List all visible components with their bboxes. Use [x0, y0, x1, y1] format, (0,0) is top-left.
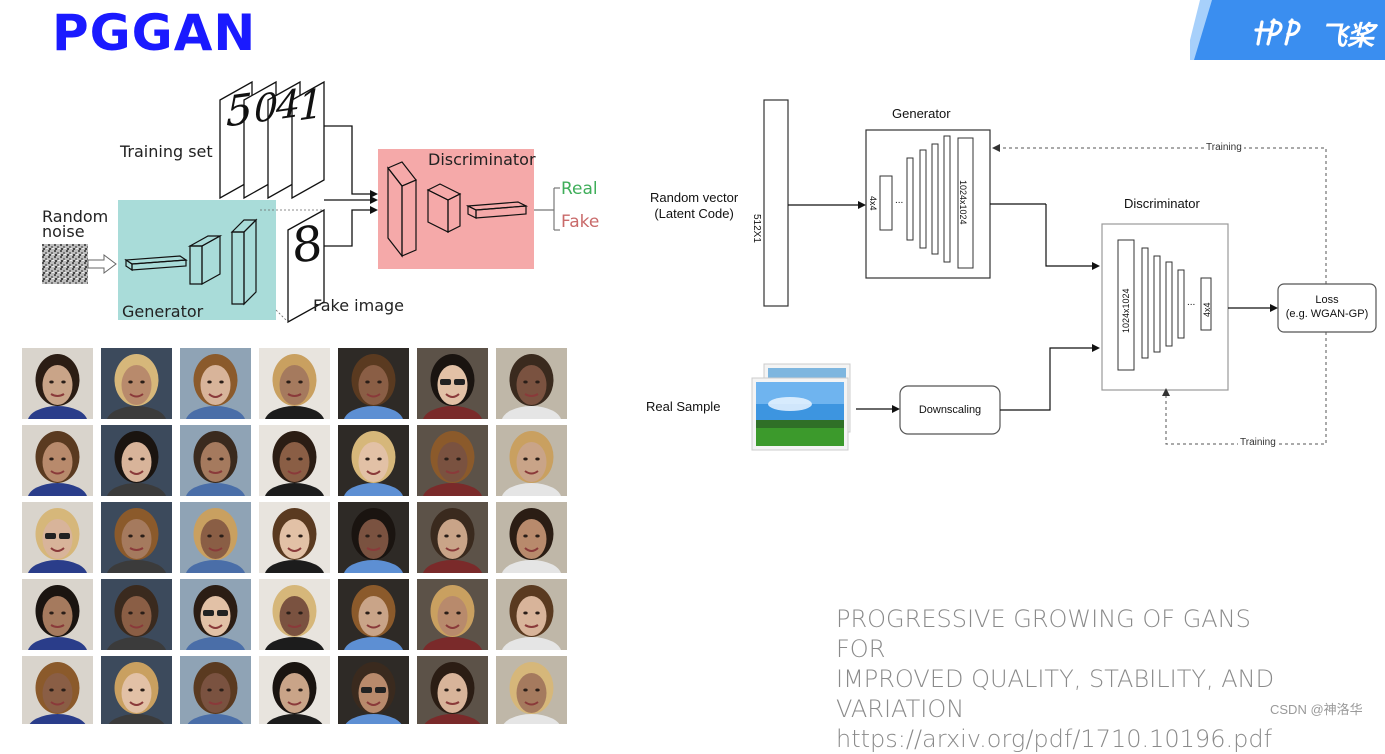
generator-small-label: 4x4 [868, 196, 878, 211]
real-sample-images [751, 363, 851, 451]
reference-url[interactable]: https://arxiv.org/pdf/1710.10196.pdf [836, 725, 1273, 753]
face-thumbnail [338, 425, 409, 496]
reference-title-line-1: PROGRESSIVE GROWING OF GANS FOR [836, 605, 1251, 663]
watermark: CSDN @神洛华 [1270, 702, 1363, 717]
brand-logo-band [1190, 0, 1385, 60]
face-thumbnail [496, 656, 567, 724]
face-thumbnail [22, 502, 93, 573]
random-vector-label: Random vector (Latent Code) [650, 190, 738, 222]
training-digit-3: 4 [275, 82, 300, 129]
face-thumbnail [180, 425, 251, 496]
face-thumbnail [180, 348, 251, 419]
face-thumbnail [259, 348, 330, 419]
paper-reference: PROGRESSIVE GROWING OF GANS FOR IMPROVED… [836, 604, 1306, 754]
noise-patch [42, 244, 88, 284]
loss-line-1: Loss [1315, 294, 1339, 306]
discriminator-ellipsis: ... [1187, 297, 1196, 308]
reference-title-line-2: IMPROVED QUALITY, STABILITY, AND [836, 665, 1275, 693]
training-label-top: Training [1204, 142, 1244, 153]
face-thumbnail [496, 425, 567, 496]
face-thumbnail [417, 656, 488, 724]
face-thumbnail [180, 502, 251, 573]
face-thumbnail [417, 425, 488, 496]
discriminator-small-label: 4x4 [1202, 302, 1212, 317]
generator-ellipsis: ... [895, 195, 904, 206]
random-noise-line-1: Random [42, 207, 109, 226]
face-thumbnail [259, 579, 330, 650]
generator-stack [879, 135, 974, 269]
fake-image-card [287, 208, 325, 324]
face-thumbnail [259, 502, 330, 573]
random-vector-line-2: (Latent Code) [654, 206, 734, 221]
fake-digit: 8 [292, 215, 323, 274]
discriminator-big-label: 1024x1024 [1121, 288, 1131, 333]
discriminator-title: Discriminator [1124, 196, 1200, 211]
face-thumbnail [417, 502, 488, 573]
discriminator-layers [387, 161, 529, 258]
generator-big-label: 1024x1024 [958, 180, 968, 225]
connector-lines [324, 125, 370, 247]
gan-concept-diagram: 5 0 4 1 8 [42, 80, 560, 324]
fake-image-label: Fake image [313, 296, 404, 315]
random-noise-line-2: noise [42, 222, 85, 241]
generator-layers [124, 218, 258, 306]
face-thumbnail [496, 579, 567, 650]
loss-label: Loss (e.g. WGAN-GP) [1278, 293, 1376, 321]
face-thumbnail [22, 348, 93, 419]
face-thumbnail [496, 348, 567, 419]
face-thumbnail [101, 656, 172, 724]
training-digit-4: 1 [298, 81, 323, 130]
face-thumbnail [259, 656, 330, 724]
training-set-label: Training set [120, 142, 213, 161]
training-label-bottom: Training [1238, 437, 1278, 448]
output-fork [534, 187, 560, 231]
generated-faces-grid [22, 348, 572, 724]
face-thumbnail [180, 579, 251, 650]
training-digit-1: 5 [226, 84, 253, 137]
generator-label: Generator [122, 302, 204, 321]
output-fake-label: Fake [561, 212, 600, 232]
face-thumbnail [338, 502, 409, 573]
latent-vector-text: 512X1 [751, 214, 762, 243]
latent-vector-box [763, 99, 789, 307]
pggan-architecture-diagram [751, 99, 1377, 451]
downscaling-label: Downscaling [918, 404, 982, 416]
slide-title: PGGAN [52, 4, 257, 62]
reference-title-line-3: VARIATION [836, 695, 965, 723]
output-real-label: Real [561, 179, 598, 199]
generator-title: Generator [892, 106, 951, 121]
face-thumbnail [22, 425, 93, 496]
face-thumbnail [101, 579, 172, 650]
discriminator-label: Discriminator [428, 150, 536, 169]
face-thumbnail [22, 656, 93, 724]
face-thumbnail [259, 425, 330, 496]
random-noise-label: Random noise [42, 207, 109, 241]
face-thumbnail [338, 656, 409, 724]
face-thumbnail [338, 348, 409, 419]
loss-line-2: (e.g. WGAN-GP) [1285, 308, 1369, 320]
logo-stripe [1190, 0, 1212, 60]
real-sample-label: Real Sample [646, 399, 721, 414]
paddle-mark-icon [1254, 18, 1301, 46]
face-thumbnail [180, 656, 251, 724]
face-thumbnail [496, 502, 567, 573]
face-thumbnail [101, 425, 172, 496]
noise-arrow [87, 254, 117, 274]
discriminator-stack [1117, 239, 1212, 371]
loss-box [1277, 283, 1377, 333]
training-set-cards [219, 80, 325, 200]
discriminator-panel [378, 149, 534, 269]
face-thumbnail [417, 579, 488, 650]
face-thumbnail [338, 579, 409, 650]
logo-text: 飞桨 [1320, 21, 1374, 52]
face-thumbnail [417, 348, 488, 419]
face-thumbnail [101, 502, 172, 573]
training-digit-2: 0 [254, 85, 278, 132]
logo-background [1190, 0, 1385, 60]
random-vector-line-1: Random vector [650, 190, 739, 205]
face-thumbnail [101, 348, 172, 419]
face-thumbnail [22, 579, 93, 650]
